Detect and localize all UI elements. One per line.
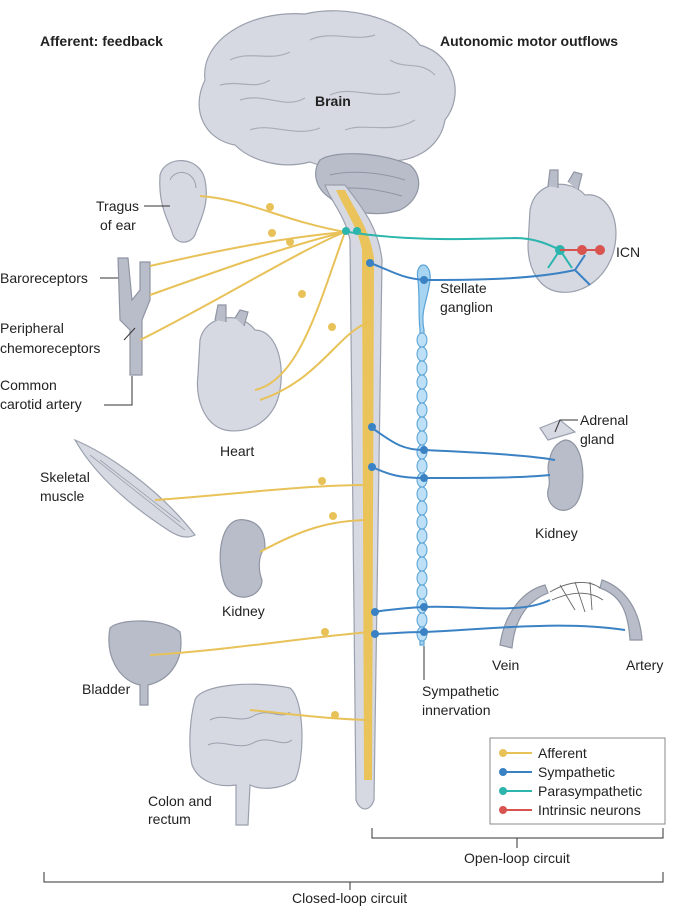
chain-bead — [416, 486, 428, 502]
chain-bead — [416, 514, 428, 530]
tragus-label-1: Tragus — [96, 198, 139, 214]
bladder-illustration — [108, 620, 182, 706]
carotid-label-2: carotid artery — [0, 396, 82, 412]
brain-illustration: Brain — [198, 10, 456, 215]
chain-bead — [416, 556, 428, 572]
afferent-dot — [331, 711, 339, 719]
autonomic-header: Autonomic motor outflows — [440, 33, 618, 49]
chain-bead — [416, 346, 428, 362]
stellate-label-2: ganglion — [440, 299, 493, 315]
open-loop-bracket: Open-loop circuit — [371, 828, 664, 866]
carotid-label-1: Common — [0, 377, 57, 393]
kidney-left-label: Kidney — [222, 603, 265, 619]
chain-bead — [416, 584, 428, 600]
chain-bead — [416, 374, 428, 390]
adrenal-kidney-illustration — [539, 419, 584, 511]
chain-bead — [416, 528, 428, 544]
adrenal-label-2: gland — [580, 431, 614, 447]
heart-left-illustration — [196, 304, 282, 432]
chemoreceptors-label-2: chemoreceptors — [0, 340, 100, 356]
chain-bead — [416, 612, 428, 628]
legend: Afferent Sympathetic Parasympathetic Int… — [489, 737, 666, 825]
afferent-dot — [329, 512, 337, 520]
afferent-dot — [318, 477, 326, 485]
carotid-illustration — [117, 257, 151, 376]
vessels-illustration — [499, 579, 643, 649]
chain-bead — [416, 542, 428, 558]
sympathetic-chain — [416, 264, 431, 646]
baroreceptors-label: Baroreceptors — [0, 270, 88, 286]
ear-illustration — [159, 160, 207, 243]
muscle-left-illustration — [73, 438, 196, 538]
afferent-dot — [321, 628, 329, 636]
afferent-dot — [328, 323, 336, 331]
legend-item-intrinsic: Intrinsic neurons — [499, 802, 641, 818]
legend-sympathetic-label: Sympathetic — [538, 764, 615, 780]
legend-item-sympathetic: Sympathetic — [499, 764, 615, 780]
open-loop-label: Open-loop circuit — [464, 850, 570, 866]
chain-bead — [416, 360, 428, 376]
sympathetic-pathways — [366, 254, 626, 638]
icn-label: ICN — [616, 244, 640, 260]
colon-label-1: Colon and — [148, 793, 212, 809]
heart-left-label: Heart — [220, 443, 254, 459]
chain-bead — [416, 430, 428, 446]
stellate-label-1: Stellate — [440, 280, 487, 296]
skeletal-label-1: Skeletal — [40, 469, 90, 485]
vein-label: Vein — [492, 657, 519, 673]
afferent-dot — [286, 238, 294, 246]
sympathetic-innervation-label-2: innervation — [422, 702, 491, 718]
chain-bead — [416, 332, 428, 348]
heart-right-illustration — [527, 169, 617, 293]
chain-bead — [416, 500, 428, 516]
chain-bead — [416, 458, 428, 474]
skeletal-label-2: muscle — [40, 488, 85, 504]
afferent-dots — [266, 203, 339, 719]
chain-bead — [416, 402, 428, 418]
afferent-dot — [268, 229, 276, 237]
brain-label: Brain — [315, 93, 351, 109]
legend-afferent-label: Afferent — [538, 745, 587, 761]
bladder-label: Bladder — [82, 681, 131, 697]
legend-item-parasympathetic: Parasympathetic — [499, 783, 642, 799]
afferent-dot — [266, 203, 274, 211]
adrenal-label-1: Adrenal — [580, 412, 628, 428]
closed-loop-label: Closed-loop circuit — [292, 890, 407, 906]
intrinsic-pathway — [560, 245, 605, 255]
kidney-right-label: Kidney — [535, 525, 578, 541]
afferent-pathways — [139, 195, 373, 721]
colon-illustration — [189, 683, 303, 826]
sympathetic-innervation-label-1: Sympathetic — [422, 683, 499, 699]
chain-bead — [416, 570, 428, 586]
legend-parasympathetic-label: Parasympathetic — [538, 783, 642, 799]
afferent-header: Afferent: feedback — [40, 33, 163, 49]
kidney-left-illustration — [219, 519, 266, 598]
legend-item-afferent: Afferent — [499, 745, 587, 761]
colon-label-2: rectum — [148, 811, 191, 827]
chain-bead — [416, 388, 428, 404]
tragus-label-2: of ear — [100, 217, 136, 233]
afferent-dot — [298, 290, 306, 298]
legend-intrinsic-label: Intrinsic neurons — [538, 802, 641, 818]
chemoreceptors-label-1: Peripheral — [0, 320, 64, 336]
chain-bead — [416, 416, 428, 432]
artery-label: Artery — [626, 657, 663, 673]
closed-loop-bracket: Closed-loop circuit — [43, 872, 664, 906]
